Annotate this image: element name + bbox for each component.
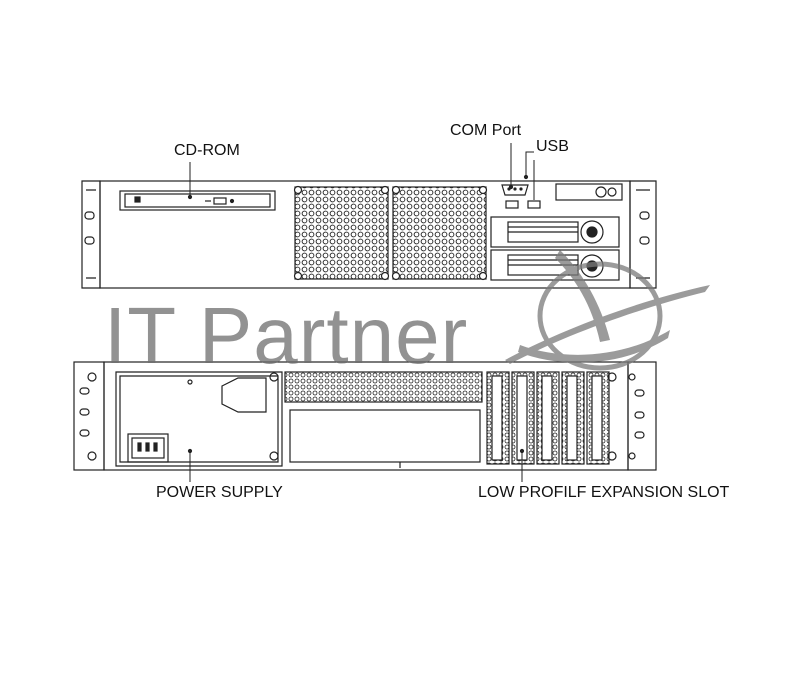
expansion-slot-label: LOW PROFILF EXPANSION SLOT (478, 484, 730, 501)
com-port-label: COM Port (450, 122, 522, 139)
front-leader-lines (187, 143, 535, 200)
power-supply-unit (115, 371, 283, 467)
usb-ports (505, 200, 541, 209)
rear-leader-lines (187, 448, 525, 482)
front-left-rack-ear (81, 180, 101, 289)
power-supply-label: POWER SUPPLY (156, 484, 283, 501)
hdd-bay-upper (490, 216, 620, 248)
rear-panel (73, 361, 657, 471)
com-port (501, 184, 529, 196)
cdrom-drive (119, 190, 276, 211)
front-panel (81, 180, 657, 289)
usb-label: USB (536, 138, 569, 155)
rear-right-rack-ear (627, 361, 657, 471)
front-fan-grille-left (293, 185, 390, 281)
watermark-logo (505, 250, 710, 371)
watermark-text: IT Partner (104, 291, 469, 380)
rear-io-cover (289, 409, 481, 463)
rear-vent-strip (284, 371, 483, 403)
power-inlet (127, 433, 169, 463)
psu-fan-outline (221, 377, 267, 413)
expansion-slots (486, 371, 610, 465)
cdrom-label: CD-ROM (174, 142, 240, 159)
front-fan-grille-right (391, 185, 488, 281)
front-control-panel (555, 183, 623, 201)
